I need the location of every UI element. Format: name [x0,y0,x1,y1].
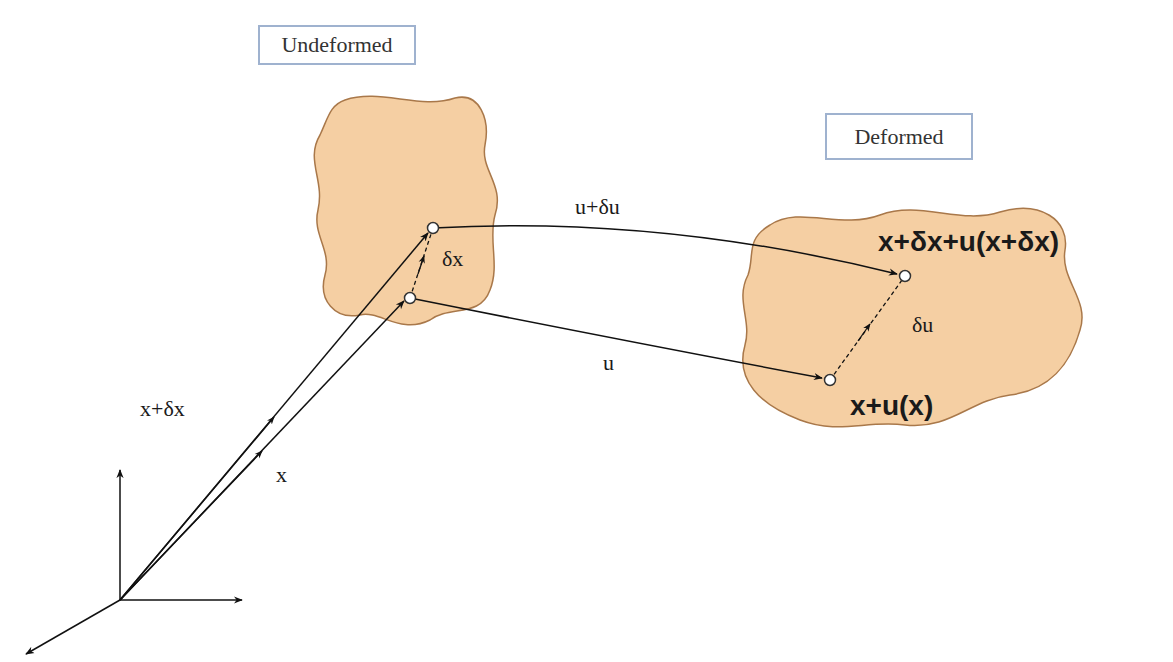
state-title: Undeformed [281,32,392,58]
vector-label: δx [442,246,463,271]
state-title: Deformed [854,124,943,150]
state-label-box: Undeformed [258,25,416,65]
vector-label: δu [912,312,933,337]
deformed-position-label: x+δx+u(x+δx) [878,226,1059,258]
undeformed-body [314,96,497,325]
deformed-body [743,208,1082,426]
vector-label: u+δu [575,194,620,219]
vector-label: u [603,350,614,375]
position-vectors [120,233,428,600]
coordinate-axes [26,470,242,654]
increment-arrowheads [418,256,870,341]
state-label-box: Deformed [825,113,973,160]
material-points [405,223,911,386]
deformed-position-label: x+u(x) [850,390,933,422]
increment-vectors [410,228,905,380]
displacement-vectors [410,226,897,378]
vector-label: x+δx [140,396,185,421]
vector-label: x [276,462,287,487]
